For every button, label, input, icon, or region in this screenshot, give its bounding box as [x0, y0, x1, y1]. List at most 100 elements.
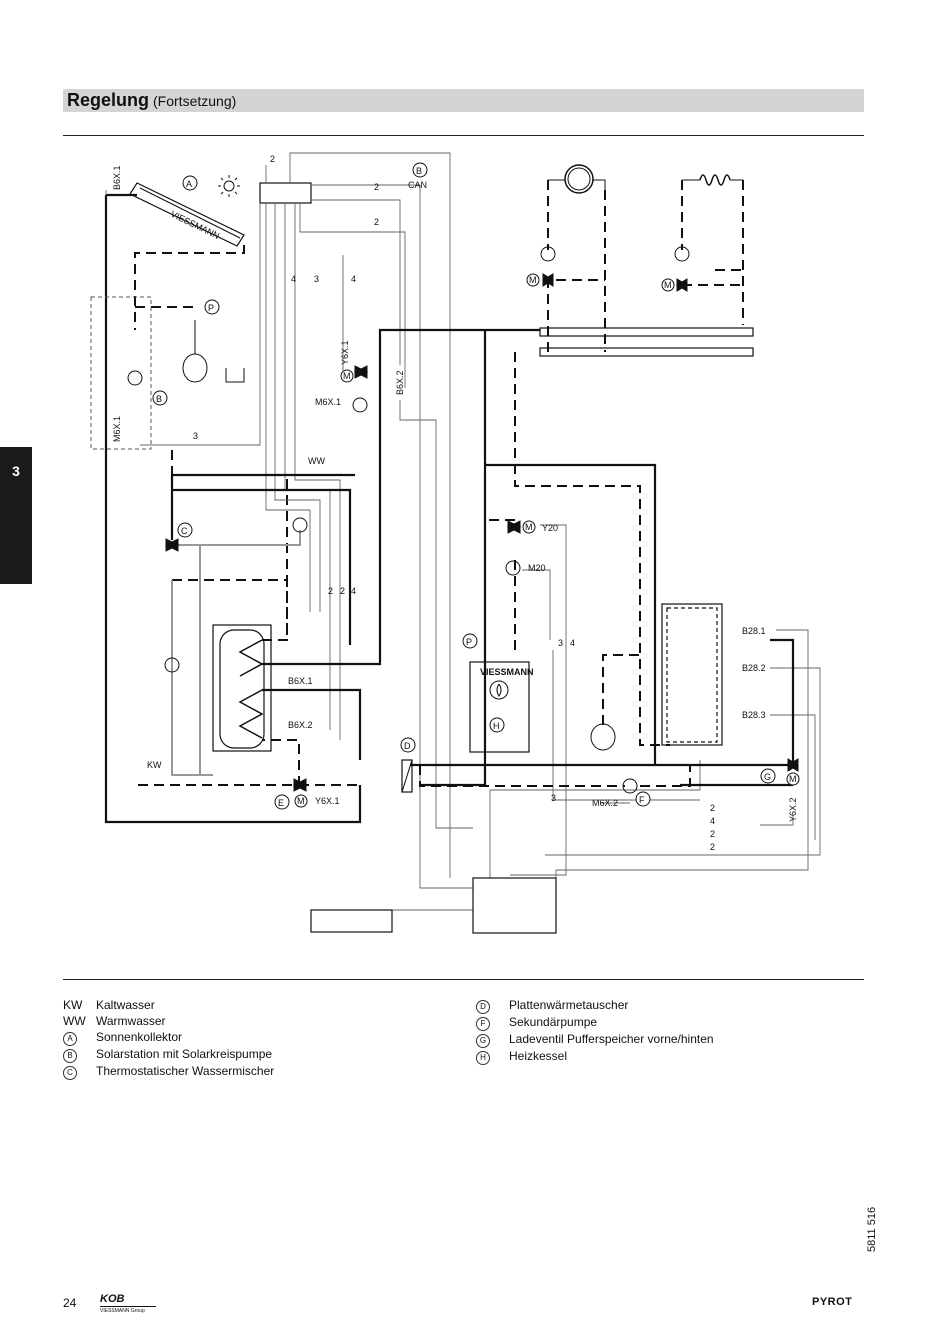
expansion-vessel-heating	[590, 723, 616, 751]
pump-f	[622, 778, 638, 794]
label-p-boiler: P	[466, 637, 472, 647]
title-text: Regelung	[67, 90, 150, 110]
label-y6x1-mid: Y6X.1	[340, 340, 350, 365]
product-brand: PYROT	[812, 1296, 853, 1308]
buffer-tank	[666, 607, 718, 743]
label-y6x1-bottom: Y6X.1	[315, 796, 340, 806]
legend-key: D	[476, 1000, 490, 1014]
wire-count-9: 2	[340, 586, 345, 596]
legend-key: F	[476, 1017, 490, 1031]
dhw-tank-frame	[212, 624, 272, 752]
label-b-top: B	[416, 166, 422, 176]
section-header: Regelung(Fortsetzung)	[63, 89, 864, 112]
label-b28-3: B28.3	[742, 710, 766, 720]
label-ww: WW	[308, 456, 325, 466]
legend-text: Sonnenkollektor	[96, 1030, 183, 1044]
legend-key: C	[63, 1066, 77, 1080]
legend-rule	[63, 979, 864, 980]
wire-count-4: 4	[291, 274, 296, 284]
legend-text: Sekundärpumpe	[509, 1015, 598, 1029]
legend-text: Ladeventil Pufferspeicher vorne/hinten	[509, 1032, 714, 1046]
label-b28-1: B28.1	[742, 626, 766, 636]
label-b6x2-tank: B6X.2	[288, 720, 313, 730]
label-y6x2: Y6X.2	[788, 797, 798, 822]
display-unit-box	[310, 909, 393, 933]
label-can: CAN	[408, 180, 427, 190]
wire-count-6: 4	[351, 274, 356, 284]
label-b: B	[156, 394, 162, 404]
page-number: 24	[63, 1296, 77, 1310]
pump-dhw	[164, 657, 180, 673]
legend-row: WW Warmwasser	[63, 1013, 274, 1029]
page-title: Regelung(Fortsetzung)	[67, 90, 236, 111]
legend-row: A Sonnenkollektor	[63, 1029, 274, 1046]
wire-count-2: 2	[374, 182, 379, 192]
wire-count-17: 2	[710, 842, 715, 852]
expansion-vessel-solar	[182, 353, 208, 383]
legend-key: A	[63, 1032, 77, 1046]
solar-station-box	[90, 296, 152, 450]
label-m6x1-left: M6X.1	[112, 416, 122, 442]
document-number: 5811 516	[866, 1206, 878, 1252]
subtitle-text: (Fortsetzung)	[153, 93, 237, 109]
wire-count-3: 2	[374, 217, 379, 227]
pump-hc1	[540, 246, 556, 262]
legend-text: Solarstation mit Solarkreispumpe	[96, 1047, 273, 1061]
label-b28-2: B28.2	[742, 663, 766, 673]
label-m6x1-mid: M6X.1	[315, 397, 341, 407]
wire-count-11: 3	[558, 638, 563, 648]
label-m20: M20	[528, 563, 546, 573]
wire-count-14: 2	[710, 803, 715, 813]
wire-count-13: 3	[551, 793, 556, 803]
boiler-flame-icon	[489, 680, 509, 700]
chapter-tab[interactable]: 3	[0, 447, 32, 584]
pump-m20	[505, 560, 521, 576]
legend-row: F Sekundärpumpe	[476, 1014, 714, 1031]
legend-key: WW	[63, 1014, 86, 1028]
label-p-solar: P	[208, 303, 214, 313]
buffer-tank-frame	[661, 603, 723, 746]
supply-header	[539, 327, 754, 337]
pump-solar	[127, 370, 143, 386]
label-h: H	[493, 721, 500, 731]
label-e: E	[278, 798, 284, 808]
kob-logo: KOB	[100, 1293, 125, 1305]
label-b6x1-top: B6X.1	[112, 165, 122, 190]
top-rule	[63, 135, 864, 136]
wire-count-5: 3	[314, 274, 319, 284]
label-m3: M	[664, 280, 672, 290]
pump-hc2	[674, 246, 690, 262]
radiator-heater	[564, 164, 594, 194]
legend-key: B	[63, 1049, 77, 1063]
label-m2: M	[529, 275, 537, 285]
kob-logo-rule	[100, 1306, 156, 1307]
label-c: C	[181, 526, 188, 536]
solar-collector	[129, 182, 245, 247]
return-header	[539, 347, 754, 357]
wire-count-12: 4	[570, 638, 575, 648]
legend-text: Warmwasser	[96, 1014, 166, 1028]
plate-heat-exchanger	[401, 759, 413, 793]
label-y20: Y20	[542, 523, 558, 533]
wire-count-15: 4	[710, 816, 715, 826]
control-unit-box	[472, 877, 557, 934]
label-f: F	[639, 795, 645, 805]
boiler-brand: VIESSMANN	[480, 667, 534, 677]
chapter-tab-label: 3	[12, 463, 20, 479]
legend-text: Kaltwasser	[96, 998, 155, 1012]
label-kw: KW	[147, 760, 162, 770]
dhw-tank	[219, 629, 265, 749]
wire-count-7: 3	[193, 431, 198, 441]
wire-count-16: 2	[710, 829, 715, 839]
floor-heating-coil	[699, 174, 731, 186]
wire-count-8: 2	[328, 586, 333, 596]
legend-row: B Solarstation mit Solarkreispumpe	[63, 1046, 274, 1063]
wire-count-10: 4	[351, 586, 356, 596]
